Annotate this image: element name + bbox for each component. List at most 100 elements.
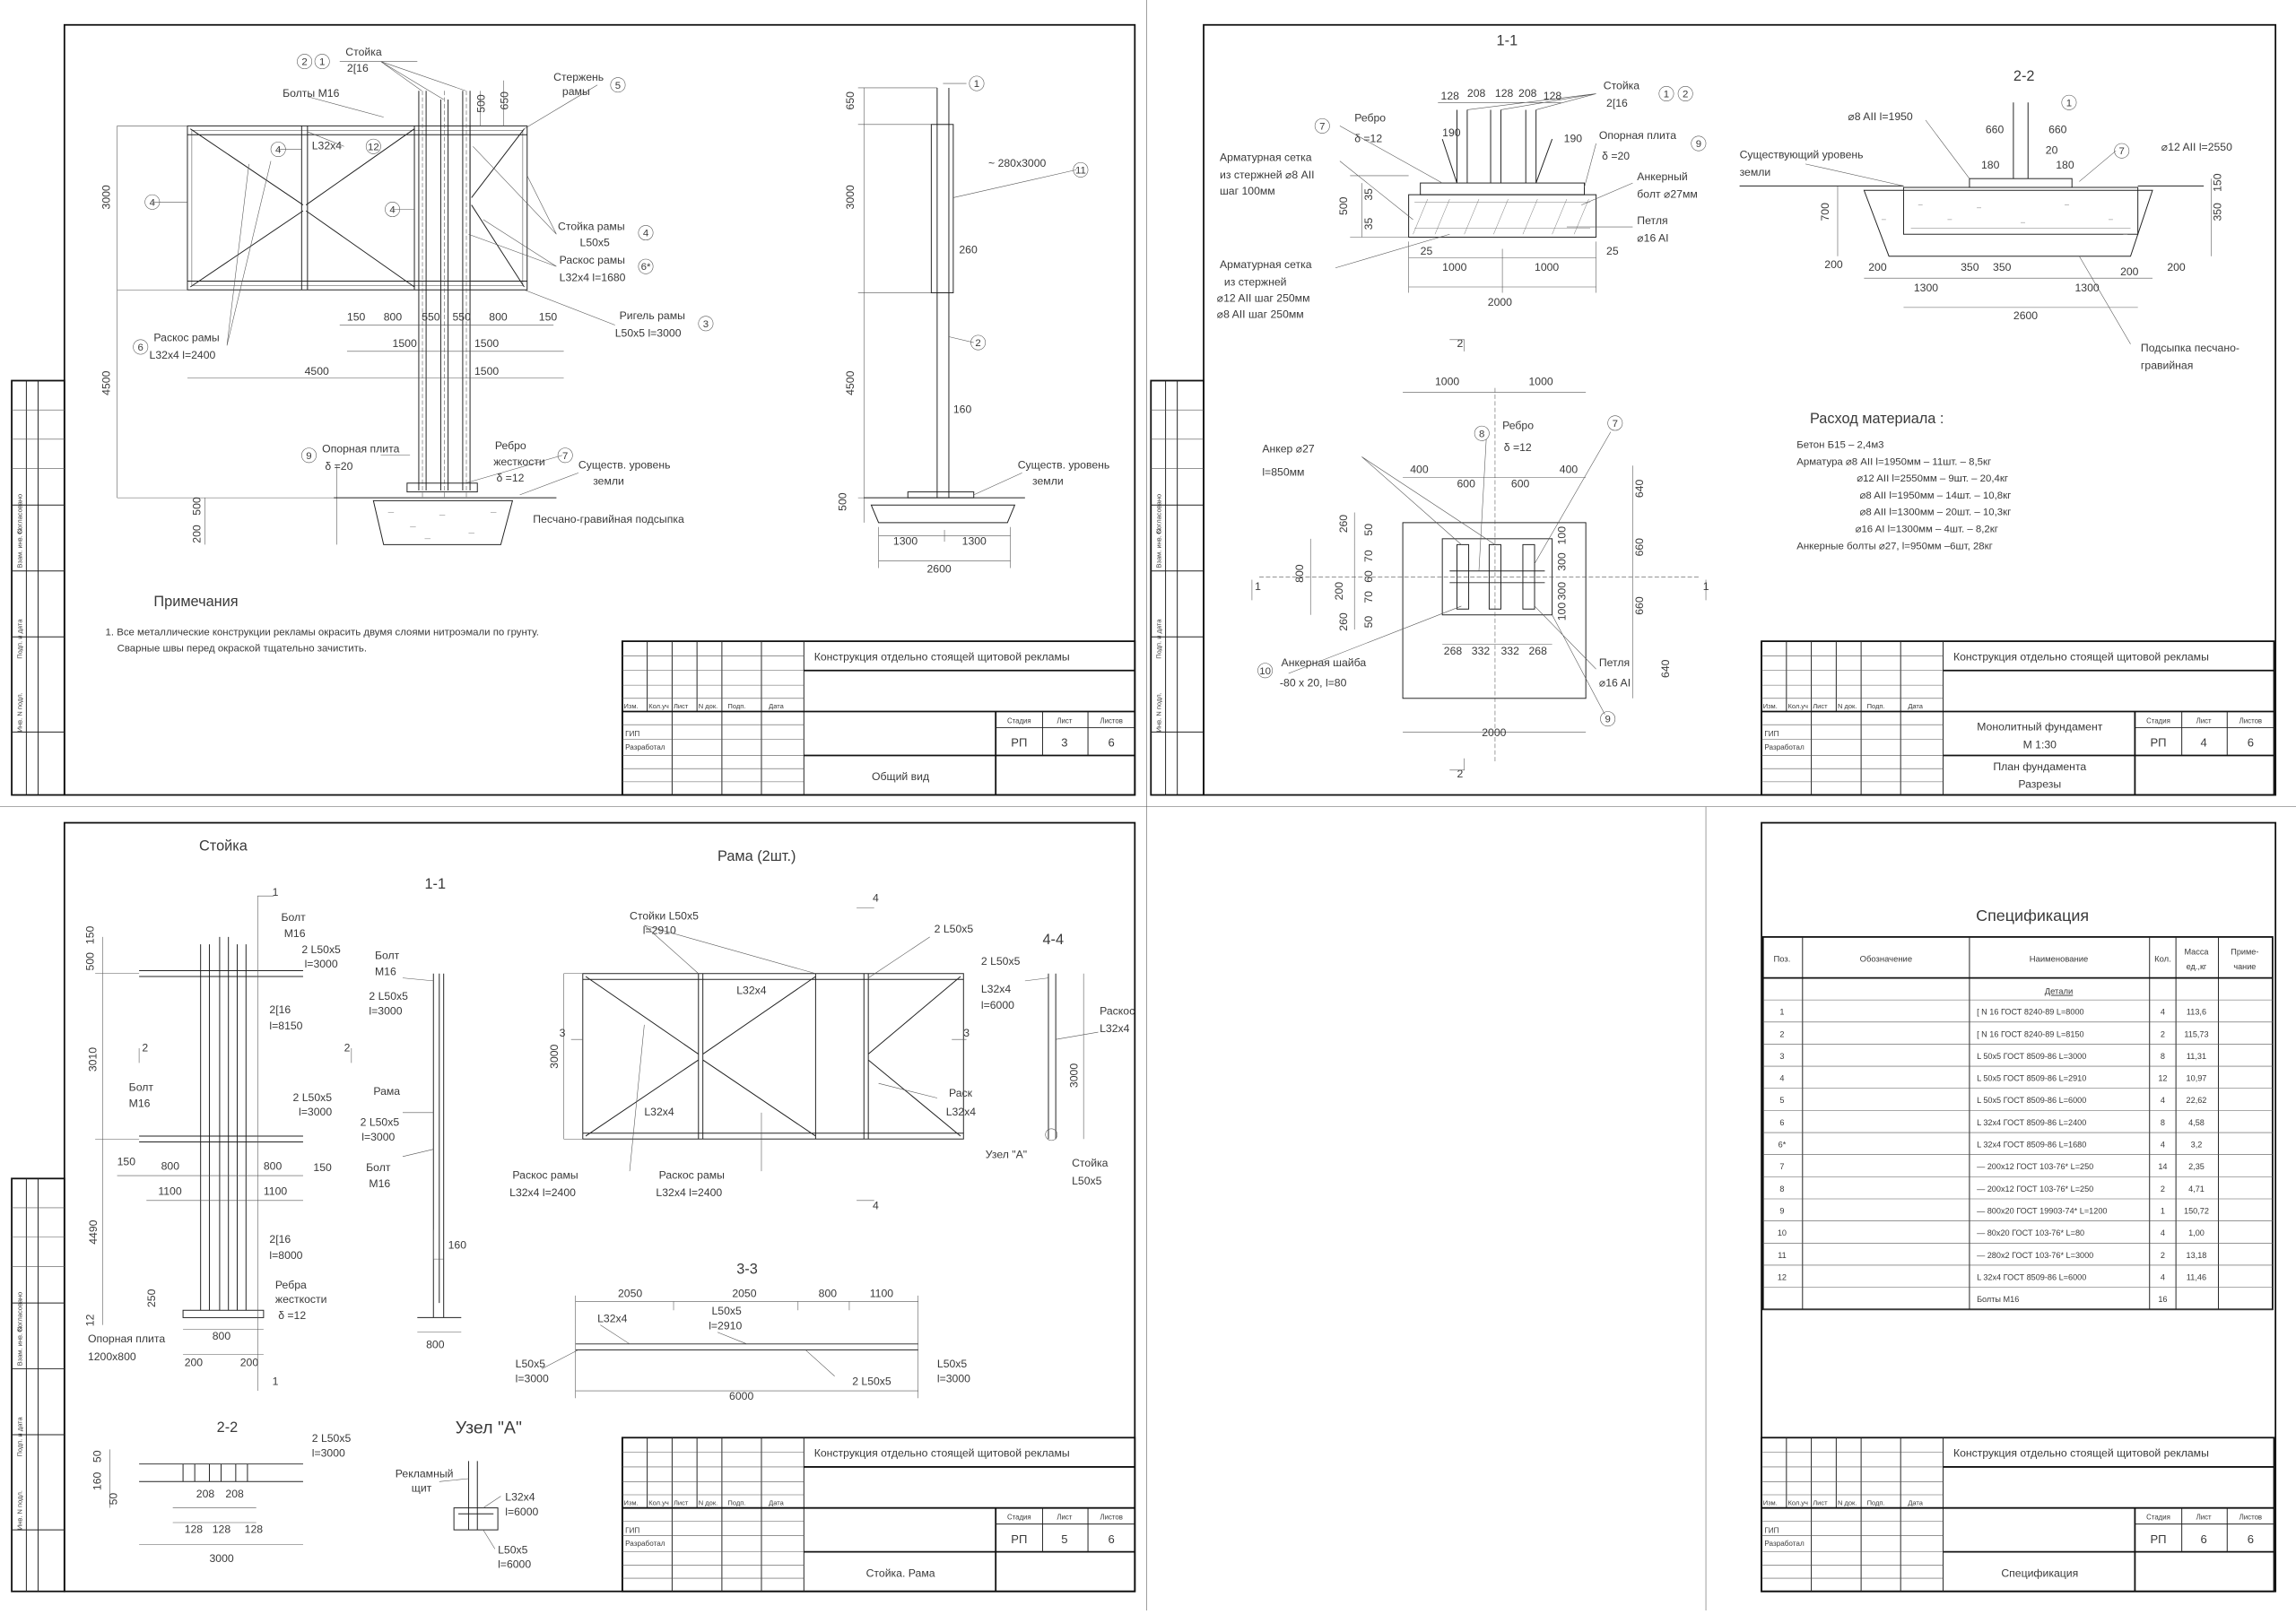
spec-pos: 7: [1779, 1162, 1784, 1171]
sheets-header: Листов: [1100, 1514, 1122, 1522]
dimension-label: 500: [474, 94, 487, 113]
note-line: Сварные швы перед окраской тщательно зач…: [117, 644, 367, 655]
annotation-label: Анкер ⌀27: [1262, 443, 1315, 456]
spec-mass: 10,97: [2187, 1074, 2207, 1083]
annotation-label: l=3000: [937, 1372, 970, 1384]
dimension-label: 4500: [305, 365, 329, 378]
dimension-label: 208: [196, 1488, 215, 1500]
post-base-plate: [182, 1309, 265, 1318]
spec-pos: 3: [1779, 1052, 1784, 1061]
title-col-label: Изм.: [1763, 1498, 1778, 1506]
annotation-label: 2 L50x5: [293, 1091, 333, 1104]
spec-mass: 11,31: [2187, 1052, 2206, 1061]
sheet3-frame: [63, 23, 1136, 796]
annotation-label: 2[16: [269, 1003, 291, 1016]
section-3-3-dims: [541, 1295, 918, 1399]
dimension-label: 260: [959, 243, 978, 256]
annotation-label: Раскос: [1100, 1004, 1135, 1017]
annotation-label: L50x5: [1072, 1175, 1102, 1187]
dimension-label: 300: [1555, 552, 1568, 571]
spec-pos: 11: [1778, 1251, 1786, 1260]
side-view-base-plate: [907, 491, 975, 499]
spec-header: ед.,кг: [2187, 962, 2207, 971]
spec-name: L 32x4 ГОСТ 8509-86 L=6000: [1977, 1272, 2086, 1281]
position-callout-circle: [557, 447, 573, 464]
spec-qty: 4: [2161, 1008, 2165, 1017]
annotation-label: земли: [1740, 166, 1771, 178]
annotation-label: l=3000: [305, 958, 338, 970]
annotation-label: ⌀12 AII l=2550: [2161, 141, 2232, 153]
dimension-label: 4490: [87, 1219, 100, 1244]
annotation-label: из стержней ⌀8 AII: [1220, 169, 1315, 181]
dimension-label: 150: [117, 1156, 136, 1168]
dimension-label: 260: [1337, 515, 1350, 534]
side-view-dims: [878, 82, 1077, 568]
position-callout-number: 10: [1259, 666, 1271, 677]
specification-title: Спецификация: [1976, 907, 2089, 924]
spec-pos: 6*: [1779, 1141, 1787, 1150]
dimension-label: 35: [1362, 188, 1375, 201]
post-and-frame-drawing: [95, 895, 1099, 1549]
role-label: ГИП: [625, 1526, 639, 1534]
annotation-label: Болт: [366, 1161, 391, 1174]
dimension-lines: [117, 80, 937, 545]
annotation-label: Раск: [949, 1087, 973, 1099]
annotation-label: 1200x800: [88, 1350, 136, 1363]
annotation-label: L50x5: [711, 1305, 742, 1317]
annotation-label: L32x4 l=2400: [150, 349, 216, 361]
frame-outline: [582, 973, 964, 1140]
position-callout-number: 11: [1075, 165, 1086, 176]
dimension-label: 150: [83, 925, 96, 944]
annotation-label: L32x4: [312, 140, 343, 152]
dimension-label: 350: [1993, 261, 2012, 273]
annotation-label: Болт: [129, 1081, 154, 1093]
annotation-label: 2[16: [269, 1233, 291, 1245]
sheets-header: Листов: [1100, 717, 1122, 725]
dimension-label: 800: [489, 311, 508, 324]
role-label: ГИП: [625, 730, 639, 738]
position-callout-number: 6: [138, 343, 144, 353]
title-col-label: Дата: [769, 1498, 784, 1506]
spec-qty: 12: [2158, 1074, 2167, 1083]
annotation-label: L32x4: [1100, 1022, 1130, 1035]
title-col-label: Подп.: [1867, 702, 1885, 710]
dimension-label: 1300: [2074, 282, 2099, 294]
dimension-label: 660: [1986, 124, 2005, 136]
material-line: Анкерные болты ⌀27, l=950мм –6шт, 28кг: [1796, 541, 1993, 551]
section-1-1-hatch: [1413, 198, 1591, 235]
annotation-label: ~ 280x3000: [988, 157, 1046, 169]
annotation-label: Стойка: [1072, 1157, 1109, 1169]
spec-pos: 1: [1779, 1008, 1784, 1017]
sheet-name: Разрезы: [2018, 777, 2061, 790]
position-callout-circle: [297, 54, 313, 70]
side-stamp-label: Подп. и дата: [15, 619, 23, 659]
footing: [372, 499, 514, 545]
annotation-label: l=2910: [643, 924, 676, 937]
dimension-label: 1300: [962, 534, 987, 547]
dimension-label: 200: [1824, 258, 1843, 271]
spec-mass: 11,46: [2187, 1272, 2206, 1281]
project-title: Конструкция отдельно стоящей щитовой рек…: [1953, 650, 2209, 663]
spec-header: МассаМасса ед.,кг: [2184, 948, 2209, 957]
annotation-label: M16: [375, 965, 396, 977]
dimension-label: 1500: [393, 337, 417, 350]
annotation-label: Опорная плита: [88, 1332, 165, 1345]
annotation-label: Ребро: [1502, 419, 1534, 431]
side-stamp-label: Инв. N подл.: [1155, 692, 1163, 732]
spec-qty: 1: [2161, 1206, 2165, 1215]
spec-header: чание: [2233, 962, 2256, 971]
dimension-label: 600: [1457, 478, 1475, 490]
dimension-label: 160: [953, 403, 972, 415]
dimension-label: 160: [91, 1471, 104, 1490]
post-centerlines: [422, 91, 467, 499]
spec-pos: 6: [1779, 1118, 1784, 1127]
side-view-ground: [864, 497, 1025, 524]
annotation-label: Болты М16: [283, 87, 339, 100]
leaders: [152, 61, 615, 496]
